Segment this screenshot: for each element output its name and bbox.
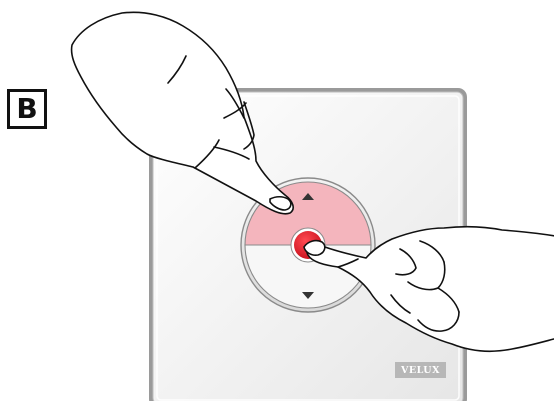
up-arrow-icon bbox=[302, 193, 314, 200]
step-label: B bbox=[7, 89, 47, 129]
brand-logo: VELUX bbox=[395, 362, 446, 378]
left-hand-illustration bbox=[70, 11, 294, 215]
right-hand-illustration bbox=[303, 225, 554, 353]
down-arrow-icon bbox=[302, 292, 314, 299]
